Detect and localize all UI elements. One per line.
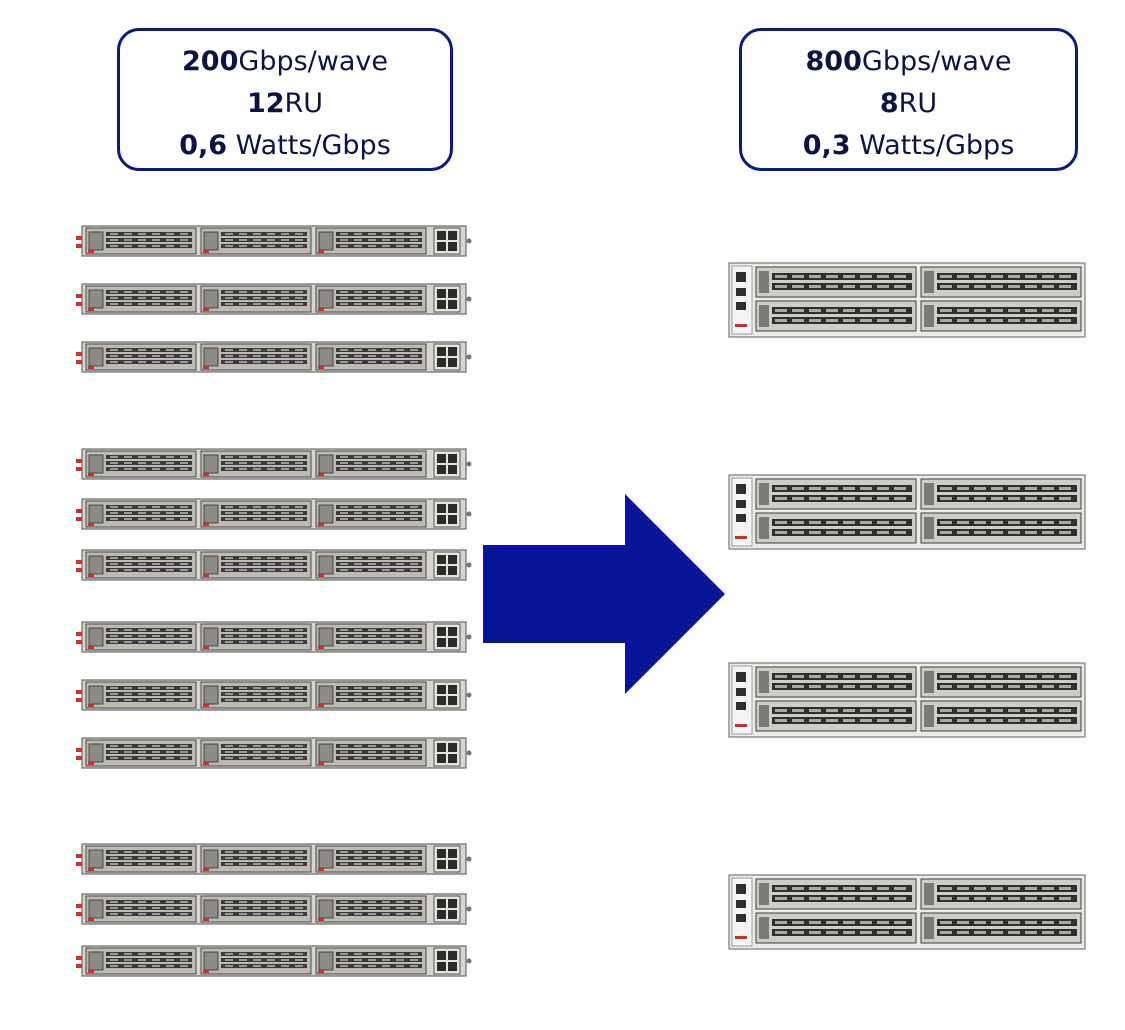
new-power-value: 0,3 [802, 130, 851, 161]
legacy-rate-unit: Gbps/wave [238, 46, 388, 77]
new-power-line: 0,3 Watts/Gbps [742, 125, 1075, 167]
legacy-rate-value: 200 [182, 46, 239, 77]
legacy-chassis-1ru [76, 341, 472, 373]
legacy-chassis-1ru [76, 893, 472, 925]
legacy-ru-value: 12 [246, 88, 285, 119]
legacy-chassis-1ru [76, 549, 472, 581]
legacy-chassis-1ru [76, 225, 472, 257]
new-chassis-2ru [728, 874, 1086, 950]
new-rate-unit: Gbps/wave [861, 46, 1012, 77]
new-ru-line: 8RU [742, 83, 1075, 125]
legacy-chassis-1ru [76, 621, 472, 653]
legacy-rate-line: 200Gbps/wave [120, 41, 450, 83]
legacy-ru-line: 12RU [120, 83, 450, 125]
legacy-chassis-1ru [76, 945, 472, 977]
legacy-chassis-1ru [76, 448, 472, 480]
legacy-chassis-1ru [76, 843, 472, 875]
new-chassis-2ru [728, 474, 1086, 550]
legacy-ru-unit: RU [284, 88, 324, 119]
new-ru-value: 8 [879, 88, 899, 119]
new-chassis-2ru [728, 662, 1086, 738]
new-specs-box: 800Gbps/wave 8RU 0,3 Watts/Gbps [739, 28, 1078, 171]
legacy-power-unit: Watts/Gbps [227, 130, 391, 161]
legacy-power-value: 0,6 [179, 130, 228, 161]
new-ru-unit: RU [898, 88, 938, 119]
legacy-chassis-1ru [76, 498, 472, 530]
legacy-power-line: 0,6 Watts/Gbps [120, 125, 450, 167]
legacy-chassis-1ru [76, 679, 472, 711]
new-rate-line: 800Gbps/wave [742, 41, 1075, 83]
legacy-chassis-1ru [76, 737, 472, 769]
legacy-specs-box: 200Gbps/wave 12RU 0,6 Watts/Gbps [117, 28, 453, 171]
new-rate-value: 800 [805, 46, 862, 77]
legacy-chassis-1ru [76, 283, 472, 315]
new-power-unit: Watts/Gbps [850, 130, 1015, 161]
new-chassis-2ru [728, 262, 1086, 338]
upgrade-arrow-icon [483, 494, 725, 694]
